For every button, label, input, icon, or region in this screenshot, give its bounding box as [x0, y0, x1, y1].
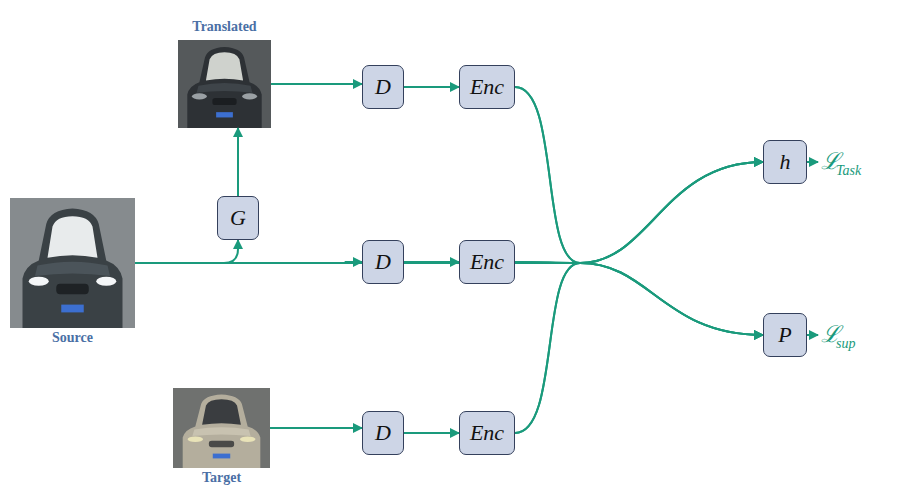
box-label: D [375, 76, 391, 98]
image-panel: Target [173, 388, 270, 468]
flow-arrow [404, 261, 459, 263]
flow-arrow [135, 240, 238, 263]
box-label: Enc [470, 422, 504, 444]
encoder-box: Enc [459, 240, 515, 284]
loss-arrow [807, 161, 818, 163]
image-caption: Target [143, 470, 300, 486]
augment-box: D [362, 240, 404, 284]
encoder-box: Enc [459, 411, 515, 455]
loss-subscript: sup [836, 337, 855, 351]
flow-arrow [515, 87, 763, 335]
flow-arrow [270, 427, 362, 429]
flow-arrow [515, 162, 763, 433]
flow-arrow [237, 128, 239, 196]
box-label: Enc [470, 76, 504, 98]
car-photo [10, 198, 135, 328]
box-label: G [230, 207, 246, 229]
car-photo [178, 40, 271, 128]
head-box: h [763, 140, 807, 184]
encoder-box: Enc [459, 65, 515, 109]
generator-box: G [217, 196, 259, 240]
image-panel: Translated [178, 40, 271, 128]
image-panel: Source [10, 198, 135, 328]
box-label: Enc [470, 251, 504, 273]
image-caption: Source [0, 330, 165, 346]
flow-arrow [404, 86, 459, 88]
projector-box: P [763, 313, 807, 357]
loss-subscript: Task [836, 164, 861, 178]
box-label: P [778, 324, 791, 346]
flow-arrow [271, 83, 362, 85]
augment-box: D [362, 411, 404, 455]
car-photo [173, 388, 270, 468]
image-caption: Translated [148, 19, 301, 35]
loss-arrow [807, 334, 818, 336]
box-label: D [375, 251, 391, 273]
flow-arrow [515, 263, 763, 433]
box-label: h [780, 151, 791, 173]
box-label: D [375, 422, 391, 444]
flow-arrow [515, 162, 763, 263]
flow-arrow [404, 432, 459, 434]
augment-box: D [362, 65, 404, 109]
flow-arrow [515, 87, 763, 263]
